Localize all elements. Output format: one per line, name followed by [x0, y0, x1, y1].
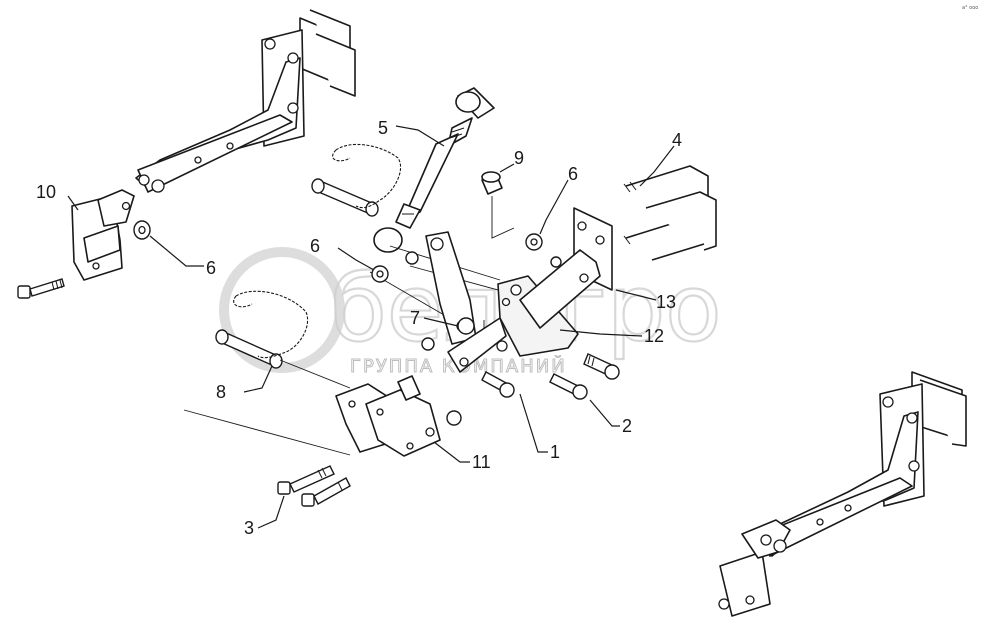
- pin-with-chain-upper: [311, 143, 402, 217]
- spacer-9: [481, 171, 503, 195]
- corner-mark: a° ooo: [962, 5, 978, 11]
- callout-6-left: 6: [206, 258, 216, 278]
- bracket-arm-right: [718, 371, 967, 617]
- callout-7: 7: [410, 308, 420, 328]
- bracket-arm-left: [135, 9, 356, 193]
- link-plate-7: [425, 231, 477, 345]
- callout-labels: 5 9 6 4 10 6 6 7 13 12 8 2 1 11 3: [36, 118, 682, 538]
- callout-2: 2: [622, 416, 632, 436]
- leader-lines: [67, 125, 675, 529]
- nut-6-left: [133, 220, 151, 240]
- callout-10: 10: [36, 182, 56, 202]
- bracket-13: [519, 207, 613, 329]
- callout-11: 11: [472, 452, 491, 472]
- callout-6-right: 6: [568, 164, 578, 184]
- callout-8: 8: [216, 382, 226, 402]
- callout-1: 1: [550, 442, 560, 462]
- nut-misc: [405, 251, 562, 426]
- nut-6-middle: [371, 265, 389, 283]
- callout-6-middle: 6: [310, 236, 320, 256]
- turnbuckle-5: [373, 87, 495, 253]
- bolt-2: [583, 353, 620, 380]
- bolt-1: [481, 371, 588, 400]
- pin-with-chain-8: [215, 290, 308, 369]
- callout-4: 4: [672, 130, 682, 150]
- bolts-3: [277, 465, 351, 507]
- callout-12: 12: [644, 326, 664, 346]
- callout-9: 9: [514, 148, 524, 168]
- callout-13: 13: [656, 292, 676, 312]
- clevis-bracket-10: [71, 189, 135, 281]
- bracket-11: [335, 375, 441, 457]
- u-bolts-4: [623, 165, 717, 261]
- callout-3: 3: [244, 518, 254, 538]
- nut-6-right: [525, 233, 543, 251]
- callout-5: 5: [378, 118, 388, 138]
- bolt-left: [17, 278, 65, 299]
